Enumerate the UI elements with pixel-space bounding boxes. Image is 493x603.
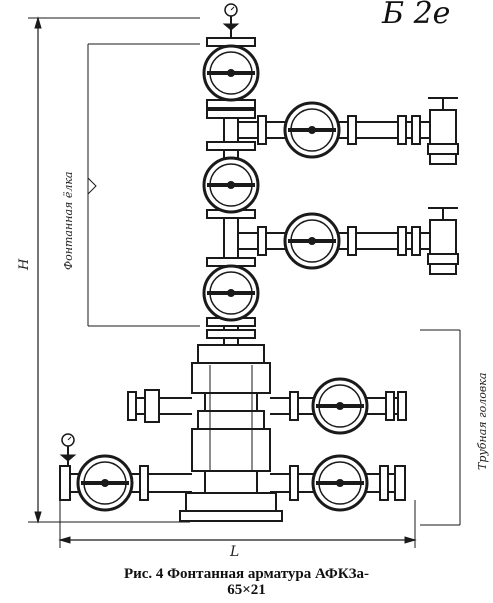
master-valve-top	[202, 44, 260, 102]
lower-right-valve	[311, 454, 369, 512]
master-valve-lower	[202, 264, 260, 322]
length-label: L	[229, 544, 239, 560]
upper-flow-branch	[238, 97, 459, 165]
main-bore-flanges	[206, 37, 256, 339]
wellhead-drawing: H Фонтанная ёлка Трубная головка L	[17, 3, 489, 560]
figure-caption: Рис. 4 Фонтанная арматура АФКЗа- 65×21	[0, 566, 493, 598]
master-valve-middle	[202, 156, 260, 214]
upper-branch-valve	[283, 101, 341, 159]
caption-line-2: 65×21	[227, 582, 266, 598]
lower-flow-branch	[238, 207, 459, 275]
top-pressure-gauge	[222, 3, 240, 38]
lower-left-valve	[76, 454, 134, 512]
lower-section-label: Трубная головка	[476, 373, 489, 470]
lower-section-bracket	[420, 329, 461, 526]
upper-cross-valve	[311, 377, 369, 435]
length-dimension	[58, 500, 417, 548]
height-label: H	[17, 258, 32, 271]
upper-section-label: Фонтанная ёлка	[62, 172, 75, 270]
caption-line-1: Рис. 4 Фонтанная арматура АФКЗа-	[123, 566, 370, 582]
height-dimension	[28, 16, 200, 524]
tubing-head-body	[179, 344, 283, 522]
upper-section-bracket	[87, 43, 200, 327]
side-pressure-gauge	[59, 433, 77, 466]
corner-handwritten-note: Б 2е	[382, 0, 451, 31]
lower-branch-valve	[283, 212, 341, 270]
